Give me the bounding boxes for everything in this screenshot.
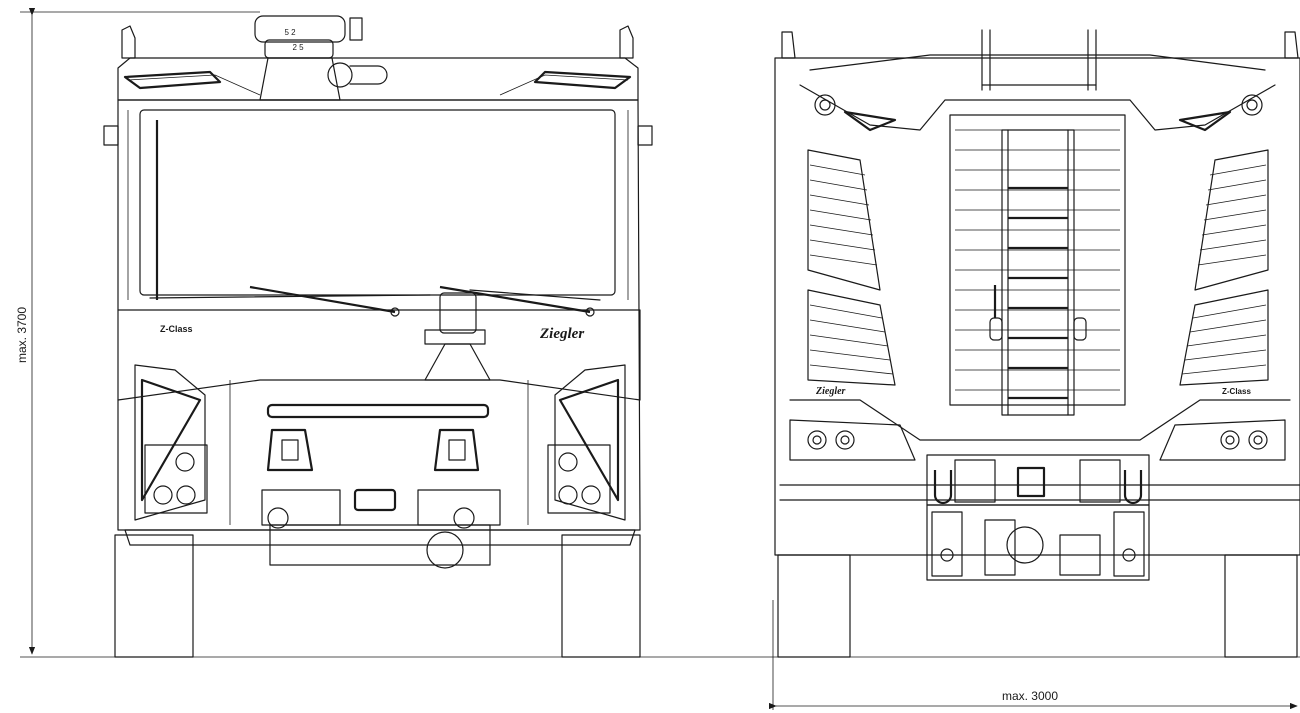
front-light-bar bbox=[266, 403, 490, 419]
front-right-headlights bbox=[547, 444, 611, 514]
width-label: max. 3000 bbox=[1002, 689, 1058, 703]
rear-ladder bbox=[989, 129, 1087, 416]
front-model-badge: Z-Class bbox=[160, 324, 193, 334]
rear-center-louvres bbox=[949, 114, 1126, 406]
front-left-wheel bbox=[114, 534, 194, 658]
rear-right-wheel bbox=[1224, 554, 1298, 658]
rear-hitch bbox=[926, 454, 1150, 581]
svg-text:5 2: 5 2 bbox=[284, 28, 296, 37]
rear-model-badge: Z-Class bbox=[1222, 387, 1251, 396]
height-label: max. 3700 bbox=[15, 307, 29, 363]
height-dimension: max. 3700 bbox=[15, 7, 260, 655]
front-view: 5 2 2 5 Z-Class Ziegler bbox=[103, 15, 653, 658]
front-left-headlights bbox=[144, 444, 208, 514]
svg-text:2 5: 2 5 bbox=[292, 43, 304, 52]
width-dimension: max. 3000 bbox=[768, 600, 1298, 710]
front-right-wheel bbox=[561, 534, 641, 658]
rear-view: Ziegler Z-Class bbox=[774, 29, 1300, 658]
front-windshield bbox=[139, 109, 616, 296]
bumper-turret bbox=[424, 292, 491, 381]
rear-left-wheel bbox=[777, 554, 851, 658]
front-brand-badge: Ziegler bbox=[539, 326, 584, 342]
roof-turret: 5 2 2 5 bbox=[254, 15, 388, 101]
rear-right-louvres bbox=[1179, 149, 1269, 386]
rear-brand-badge: Ziegler bbox=[815, 386, 846, 397]
rear-left-louvres bbox=[807, 149, 896, 386]
